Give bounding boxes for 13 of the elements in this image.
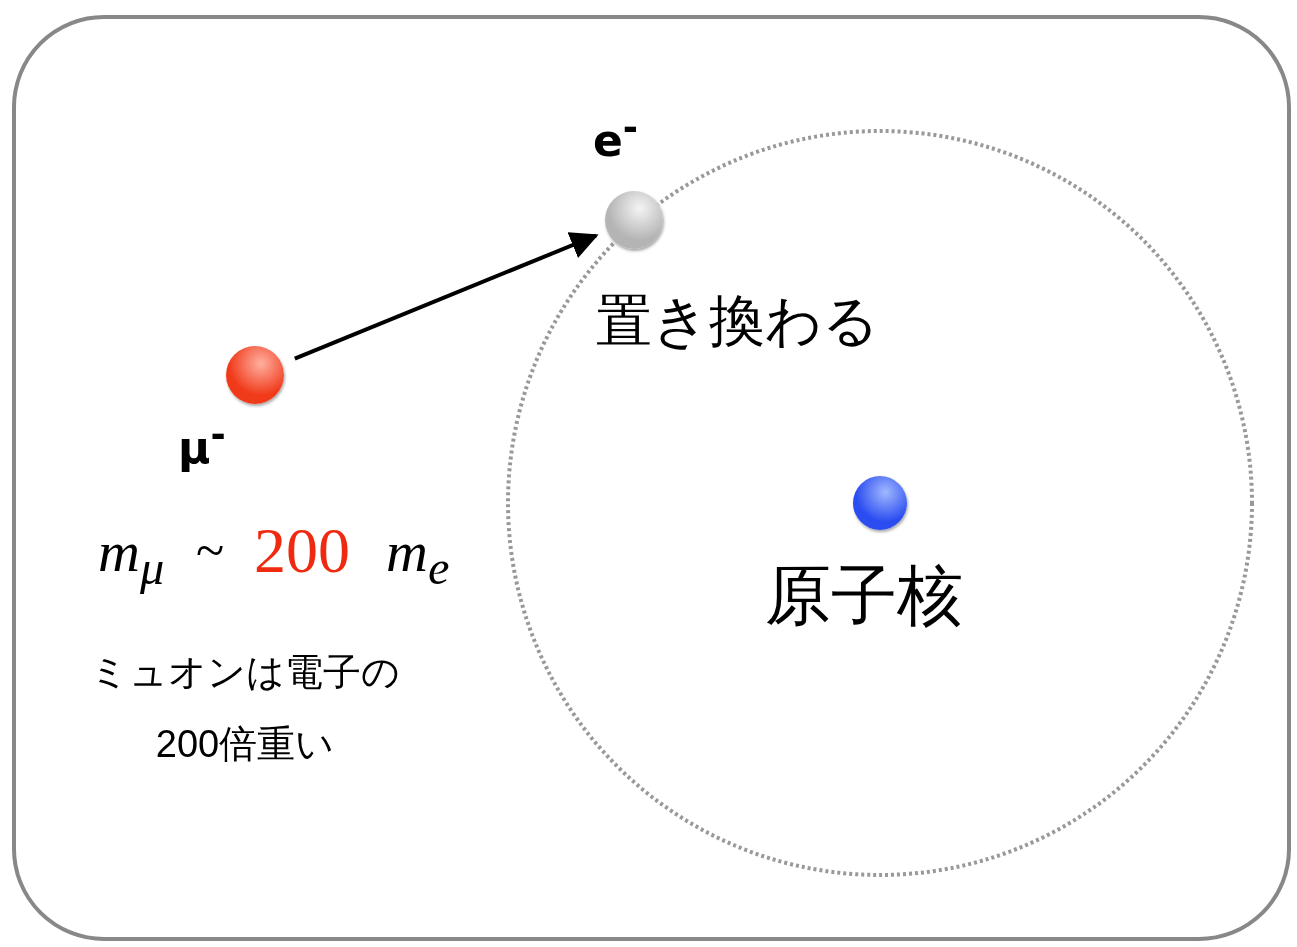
electron-label: e$^{-}$	[593, 108, 639, 166]
particle-sphere	[605, 191, 663, 249]
formula-term: m$_{μ}$	[98, 520, 165, 594]
formula-term: m$_{e}$	[386, 520, 450, 594]
replace-caption: 置き換わる	[596, 290, 879, 352]
particle-sphere	[853, 476, 907, 530]
nucleus-label: 原子核	[765, 560, 963, 633]
arrow	[294, 232, 599, 361]
particle-sphere	[226, 346, 284, 404]
formula-symbol: ~	[196, 522, 225, 580]
muon-label: μ$^{-}$	[178, 415, 226, 473]
mass-note: ミュオンは電子の200倍重い	[89, 650, 401, 768]
formula-number: 200	[254, 516, 350, 587]
